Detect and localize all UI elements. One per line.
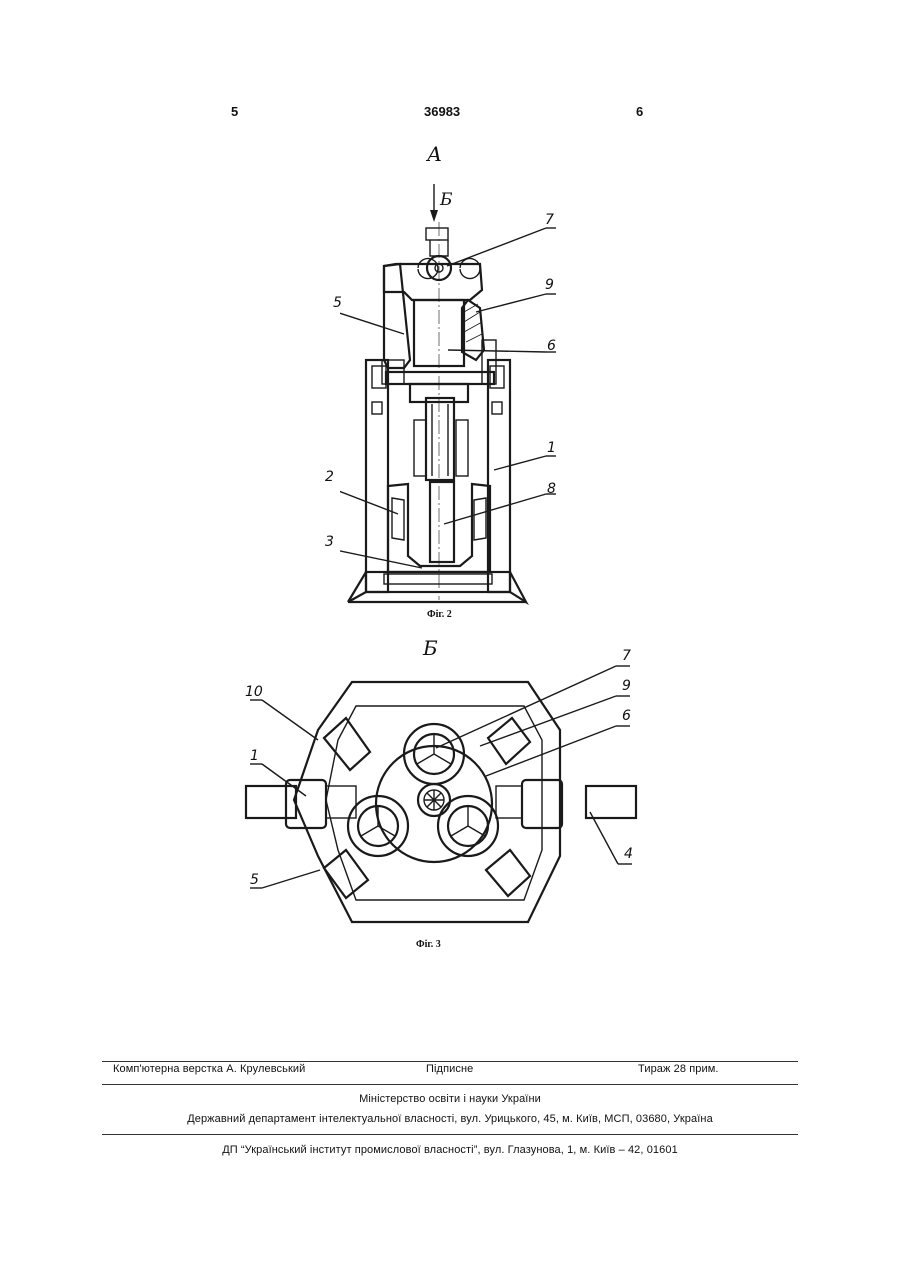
fig3-callout-6: 6 [622, 708, 631, 724]
fig2-caption: Фіг. 2 [427, 609, 452, 620]
department-line: Державний департамент інтелектуальної вл… [102, 1113, 798, 1125]
fig3-callout-1: 1 [250, 748, 259, 764]
fig3-callout-9: 9 [622, 678, 631, 694]
figure-2-drawing [340, 180, 570, 610]
fig3-callout-10: 10 [245, 684, 263, 700]
circulation-note: Тираж 28 прим. [638, 1063, 719, 1075]
footer-rule-middle [102, 1084, 798, 1085]
right-page-number: 6 [636, 104, 643, 119]
fig2-view-label: А [427, 142, 442, 166]
footer-rule-top [102, 1061, 798, 1062]
fig2-callout-7: 7 [545, 212, 554, 228]
ministry-line: Міністерство освіти і науки України [102, 1093, 798, 1105]
institute-line: ДП “Український інститут промислової вла… [102, 1144, 798, 1156]
fig2-callout-6: 6 [547, 338, 556, 354]
fig2-callout-3: 3 [325, 534, 334, 550]
fig2-callout-1: 1 [547, 440, 556, 456]
left-page-number: 5 [231, 104, 238, 119]
figure-3-drawing [236, 650, 646, 950]
fig3-caption: Фіг. 3 [416, 939, 441, 950]
fig3-callout-4: 4 [624, 846, 633, 862]
fig3-callout-5: 5 [250, 872, 259, 888]
fig2-callout-8: 8 [547, 481, 556, 497]
fig2-callout-2: 2 [325, 469, 334, 485]
fig2-callout-5: 5 [333, 295, 342, 311]
footer-rule-bottom [102, 1134, 798, 1135]
layout-credit: Комп'ютерна верстка А. Крулевський [113, 1063, 305, 1075]
subscription-note: Підписне [426, 1063, 473, 1075]
fig3-callout-7: 7 [622, 648, 631, 664]
patent-number: 36983 [424, 104, 460, 119]
fig2-callout-9: 9 [545, 277, 554, 293]
